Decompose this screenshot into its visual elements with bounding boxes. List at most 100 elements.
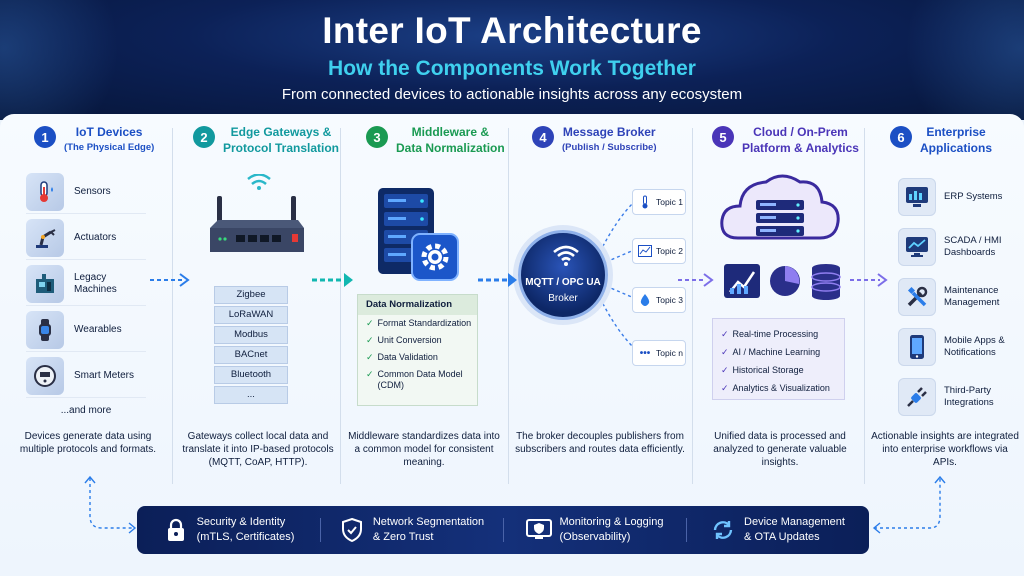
erp-icon (898, 177, 936, 216)
broker-sublabel: Broker (548, 293, 578, 304)
step-number-badge: 1 (34, 126, 56, 148)
item-label: Common Data Model (CDM) (377, 369, 463, 390)
bar-item-subtitle: (mTLS, Certificates) (196, 531, 295, 543)
step-3-header: 3 Middleware & Data Normalization (366, 124, 506, 164)
item-label: Format Standardization (377, 318, 472, 328)
step-title: IoT Devices (75, 125, 143, 139)
bar-item-title: Security & Identity (196, 516, 286, 528)
bar-item-network: Network Segmentation& Zero Trust (320, 506, 503, 554)
device-label: Sensors (74, 185, 111, 197)
topic-label: Topic 2 (656, 246, 683, 256)
step-description: Devices generate data using multiple pro… (19, 431, 157, 455)
cross-cutting-concerns-bar: Security & Identity(mTLS, Certificates) … (137, 506, 869, 554)
check-icon: ✓ (721, 329, 729, 339)
step-number-badge: 6 (890, 126, 912, 148)
connector-arrow-icon (84, 475, 137, 534)
flow-arrow-icon (312, 273, 353, 287)
step-description: Unified data is processed and analyzed t… (713, 431, 847, 468)
bar-item-title: Device Management (744, 516, 845, 528)
smartwatch-icon (26, 310, 64, 349)
list-item: Mobile Apps & Notifications (898, 322, 1010, 371)
flow-arrow-icon (478, 273, 517, 287)
step-2-header: 2 Edge Gateways & Protocol Translation (193, 124, 339, 164)
step-subtitle: (Publish / Subscribe) (562, 142, 657, 153)
step-title: Message Broker (562, 125, 656, 139)
step-description: Gateways collect local data and translat… (182, 431, 334, 468)
step-subtitle: Protocol Translation (223, 141, 340, 155)
step-subtitle: Data Normalization (396, 141, 505, 155)
protocol-item: LoRaWAN (214, 306, 288, 324)
analytics-box: ✓Real-time Processing ✓AI / Machine Lear… (712, 318, 845, 400)
app-label: Mobile Apps & Notifications (944, 334, 1005, 358)
check-icon: ✓ (721, 365, 729, 375)
device-label: Wearables (74, 323, 122, 335)
step-description: Actionable insights are integrated into … (871, 431, 1019, 468)
column-divider (508, 128, 509, 484)
tools-icon (898, 277, 936, 316)
bar-item-monitoring: Monitoring & Logging (Observability) (503, 506, 686, 554)
topic-item: Topic 1 (632, 189, 686, 215)
step-number-badge: 3 (366, 126, 388, 148)
more-label: ...and more (60, 405, 112, 416)
lock-icon (163, 518, 189, 542)
list-item: ✓Format Standardization (358, 315, 477, 332)
topic-item: Topic 3 (632, 287, 686, 313)
step-1-header: 1 IoT Devices (The Physical Edge) (34, 124, 164, 164)
sync-icon (710, 518, 736, 542)
monitor-icon (898, 227, 936, 266)
bar-item-device-management: Device Management& OTA Updates (686, 506, 869, 554)
list-item: ✓Unit Conversion (358, 332, 477, 349)
step-title: Cloud / On-Prem (753, 125, 848, 139)
plug-icon (898, 377, 936, 416)
connector-arrow-icon (872, 475, 946, 534)
list-item: ✓Real-time Processing (713, 325, 844, 343)
thermometer-icon (637, 195, 653, 209)
flow-arrow-icon (150, 273, 190, 287)
flow-arrow-icon (678, 273, 714, 287)
bar-item-title: Network Segmentation (372, 516, 485, 528)
bar-item-subtitle: (Observability) (559, 531, 631, 543)
cloud-server-icon (720, 174, 840, 240)
item-label: Real-time Processing (732, 329, 819, 339)
application-list: ERP Systems SCADA / HMI Dashboards Maint… (898, 172, 1010, 422)
message-broker: MQTT / OPC UA Broker (518, 230, 608, 320)
list-item: Sensors (26, 170, 146, 214)
device-list: Sensors Actuators Legacy Machines Wearab… (26, 170, 146, 400)
list-item: Legacy Machines (26, 262, 146, 306)
chart-icon (637, 245, 653, 257)
monitor-shield-icon (525, 518, 552, 542)
protocol-list: Zigbee LoRaWAN Modbus BACnet Bluetooth .… (214, 286, 288, 406)
item-label: AI / Machine Learning (732, 347, 821, 357)
step-subtitle: Applications (920, 141, 993, 155)
droplet-icon (637, 293, 653, 307)
step-number-badge: 2 (193, 126, 215, 148)
item-label: Data Validation (377, 352, 438, 362)
shield-icon (339, 518, 365, 542)
list-item: ERP Systems (898, 172, 1010, 221)
step-number-badge: 4 (532, 126, 554, 148)
check-icon: ✓ (366, 369, 374, 379)
topic-label: Topic n (656, 348, 683, 358)
server-gear-icon (378, 188, 459, 281)
list-item: ✓Analytics & Visualization (713, 379, 844, 397)
list-item: Smart Meters (26, 354, 146, 398)
step-subtitle: Platform & Analytics (742, 141, 859, 155)
check-icon: ✓ (721, 347, 729, 357)
bar-item-title: Monitoring & Logging (559, 516, 664, 528)
column-divider (692, 128, 693, 484)
app-label: Maintenance Management (944, 284, 1000, 308)
meter-icon (26, 356, 64, 395)
check-icon: ✓ (721, 383, 729, 393)
list-item: ✓Historical Storage (713, 361, 844, 379)
robot-arm-icon (26, 218, 64, 257)
list-item: ✓Common Data Model (CDM) (358, 366, 477, 394)
dots-icon: ••• (639, 347, 651, 359)
check-icon: ✓ (366, 318, 374, 328)
step-description: The broker decouples publishers from sub… (515, 431, 685, 455)
step-4-header: 4 Message Broker (Publish / Subscribe) (532, 124, 682, 164)
device-label: Actuators (74, 231, 117, 243)
machine-icon (26, 264, 64, 303)
wifi-icon (553, 245, 579, 266)
step-6-header: 6 Enterprise Applications (890, 124, 1020, 164)
topic-label: Topic 1 (656, 197, 683, 207)
